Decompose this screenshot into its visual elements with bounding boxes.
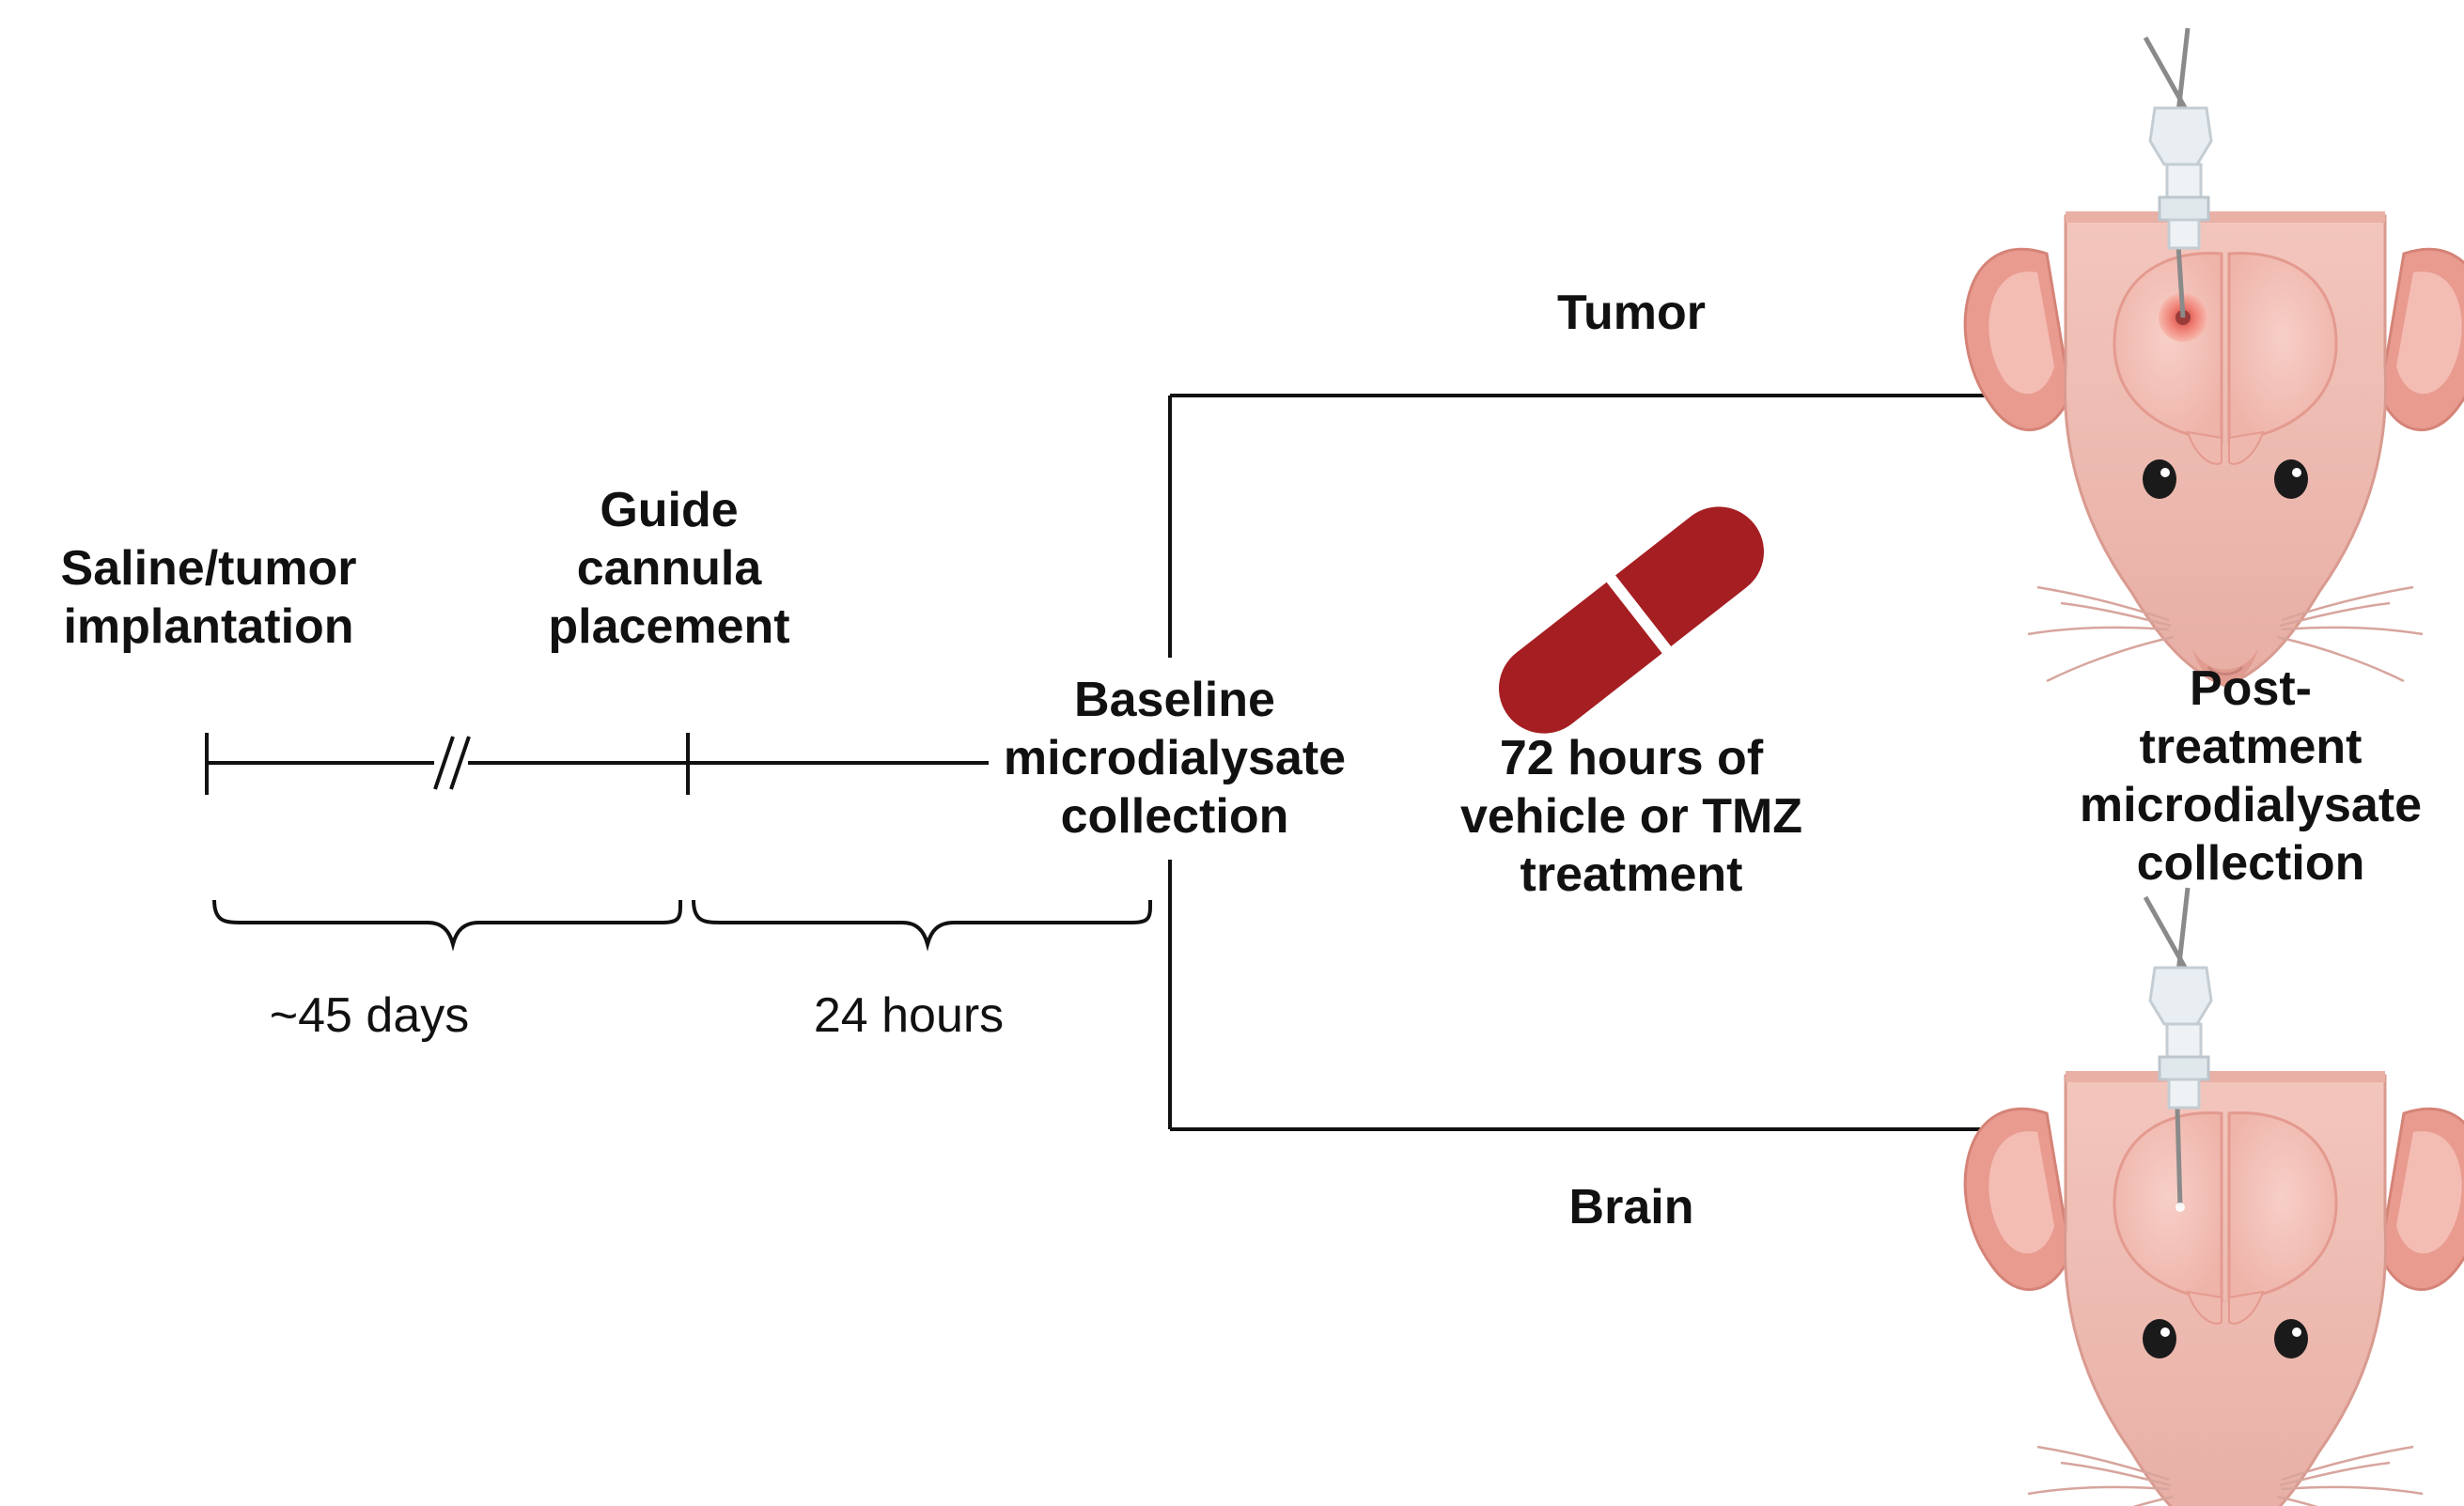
post-treatment-collection-label: Post-treatment microdialysate collection [2079, 661, 2423, 891]
timeline-break-mark [433, 736, 471, 790]
pill-icon [1499, 506, 1764, 734]
brace-45-days [212, 899, 683, 952]
mouse-head-tumor-probe-icon [1963, 28, 2464, 688]
branch-lines [1168, 394, 2016, 1131]
step-guide-cannula-placement-label: Guide cannula placement [548, 483, 790, 654]
step-baseline-collection-label: Baseline microdialysate collection [1003, 673, 1347, 844]
brace-24-hours [692, 899, 1153, 952]
step-saline-tumor-implantation-label: Saline/tumor implantation [60, 541, 357, 654]
interval-45-days-label: ~45 days [269, 988, 470, 1043]
timeline-line [205, 733, 989, 795]
mouse-head-brain-probe-icon [1963, 888, 2464, 1506]
branch-brain-label: Brain [1568, 1180, 1694, 1234]
treatment-label: 72 hours of vehicle or TMZ treatment [1459, 731, 1803, 902]
branch-tumor-label: Tumor [1557, 286, 1706, 340]
interval-24-hours-label: 24 hours [813, 988, 1005, 1043]
